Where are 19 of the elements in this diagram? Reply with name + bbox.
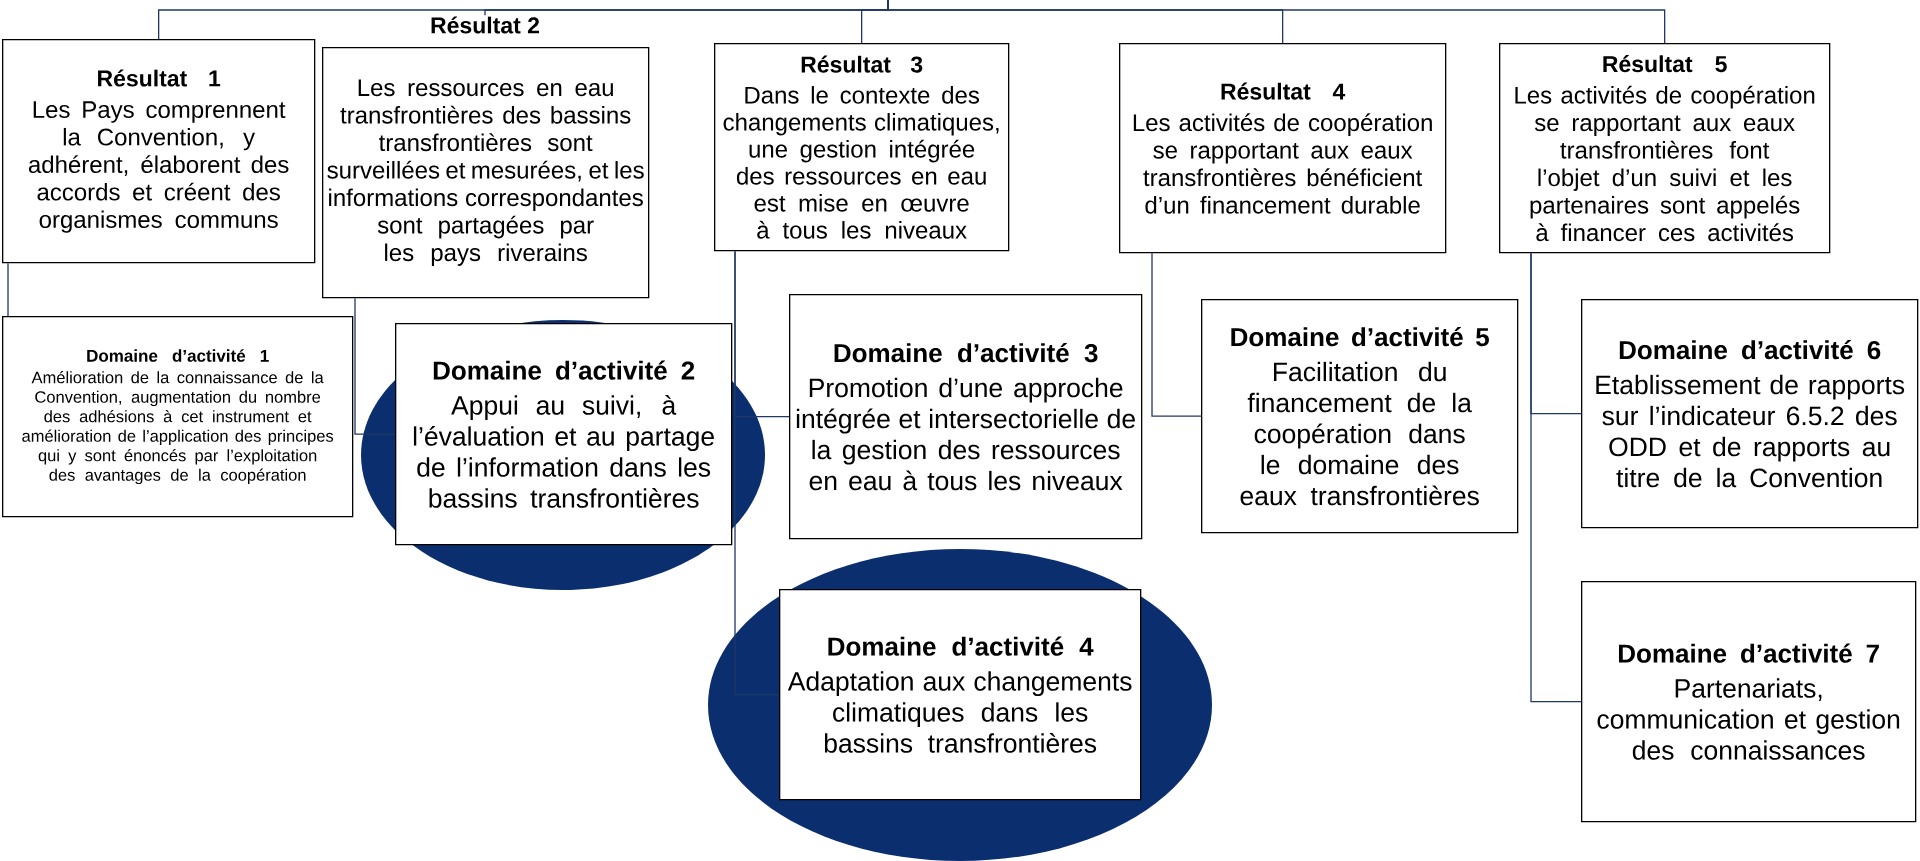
- result-box: Résultat 5 Les activités de coopération se rapportant aux eaux transfrontières font l’objet d’un suivi et les partenaires sont appelés à financer ces activités: [1499, 43, 1831, 254]
- connector-line: [354, 297, 396, 435]
- connector-line: [1530, 252, 1582, 703]
- activity-box: Domaine d’activité 5 Facilitation du financement de la coopération dans le domaine des eaux transfrontières: [1201, 299, 1519, 534]
- activity-box: Domaine d’activité 3 Promotion d’une approche intégrée et intersectorielle de la gestion des ressources en eau à tous les niveaux: [789, 294, 1143, 540]
- result-box: Résultat 4 Les activités de coopération se rapportant aux eaux transfrontières bénéficient d’un financement durable: [1119, 43, 1447, 254]
- result-box: Résultat 1 Les Pays comprennent la Convention, y adhérent, élaborent des accords et créent des organismes communs: [2, 39, 316, 264]
- connector-line: [1151, 252, 1202, 417]
- activity-box: Domaine d’activité 4 Adaptation aux changements climatiques dans les bassins transfrontières: [779, 589, 1142, 801]
- activity-box: Domaine d’activité 7 Partenariats, communication et gestion des connaissances: [1581, 581, 1917, 823]
- activity-box: Domaine d’activité 1 Amélioration de la connaissance de la Convention, augmentation du nombre des adhésions à cet instrument et amélioration de l’application des principes qui y sont énoncés par l’exploitation des avantages de la coopération: [2, 316, 354, 518]
- box-heading: Résultat 2: [431, 16, 540, 34]
- connector-line: [887, 0, 1666, 44]
- result-box: Résultat 3 Dans le contexte des changements climatiques, une gestion intégrée des ressources en eau est mise en œuvre à tous les niveaux: [714, 43, 1010, 252]
- connector-line: [7, 262, 9, 317]
- connector-line: [734, 250, 780, 696]
- activity-box: Domaine d’activité 6 Etablissement de rapports sur l’indicateur 6.5.2 des ODD et de rapports au titre de la Convention: [1581, 299, 1919, 529]
- result-box: Les ressources en eau transfrontières des bassins transfrontières sont surveillées et mesurées, et les informations correspondantes sont partagées par les pays riverains: [322, 47, 650, 299]
- activity-box: Domaine d’activité 2 Appui au suivi, à l’évaluation et au partage de l’information dans les bassins transfrontières: [395, 323, 733, 546]
